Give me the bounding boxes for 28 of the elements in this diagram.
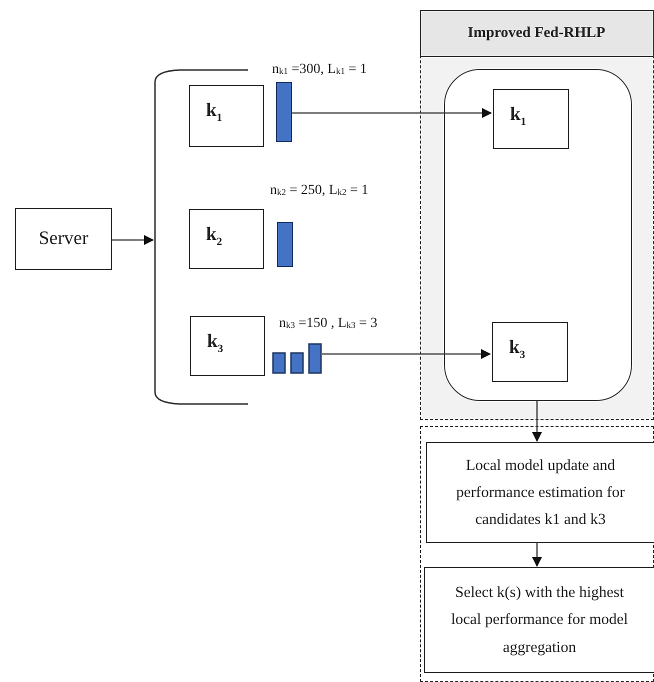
- node-label: Select k(s) with the highest local performance for model aggregation: [450, 583, 629, 658]
- process-box: [424, 567, 654, 673]
- arrow: [322, 349, 491, 359]
- rounded-box: [444, 69, 632, 401]
- node-label: k$_{3}$: [509, 337, 526, 361]
- bar: [277, 222, 293, 267]
- node-label: k$_{2}$: [206, 224, 222, 248]
- arrow: [532, 400, 542, 442]
- arrow: [532, 542, 542, 567]
- process-box: [426, 442, 654, 543]
- client-box: [189, 85, 264, 147]
- node-label: k$_{1}$: [510, 104, 526, 128]
- bar: [276, 82, 292, 142]
- client-box: [190, 316, 265, 376]
- node-label: k$_{3}$: [207, 331, 224, 355]
- client-box: [493, 89, 569, 149]
- arrow: [112, 235, 154, 245]
- process-box: [15, 208, 112, 270]
- bar-group: [272, 343, 322, 374]
- client-box: [492, 322, 568, 382]
- client-box: [189, 209, 264, 269]
- node-label: Local model update and performance estimation for candidates k1 and k3: [455, 456, 626, 530]
- dashed-panel: [420, 10, 654, 420]
- dashed-panel: [420, 426, 654, 682]
- panel-header: Improved Fed-RHLP: [420, 10, 654, 56]
- node-label: k$_{1}$: [206, 100, 222, 124]
- arrow: [292, 108, 492, 118]
- node-label: Server: [38, 228, 88, 250]
